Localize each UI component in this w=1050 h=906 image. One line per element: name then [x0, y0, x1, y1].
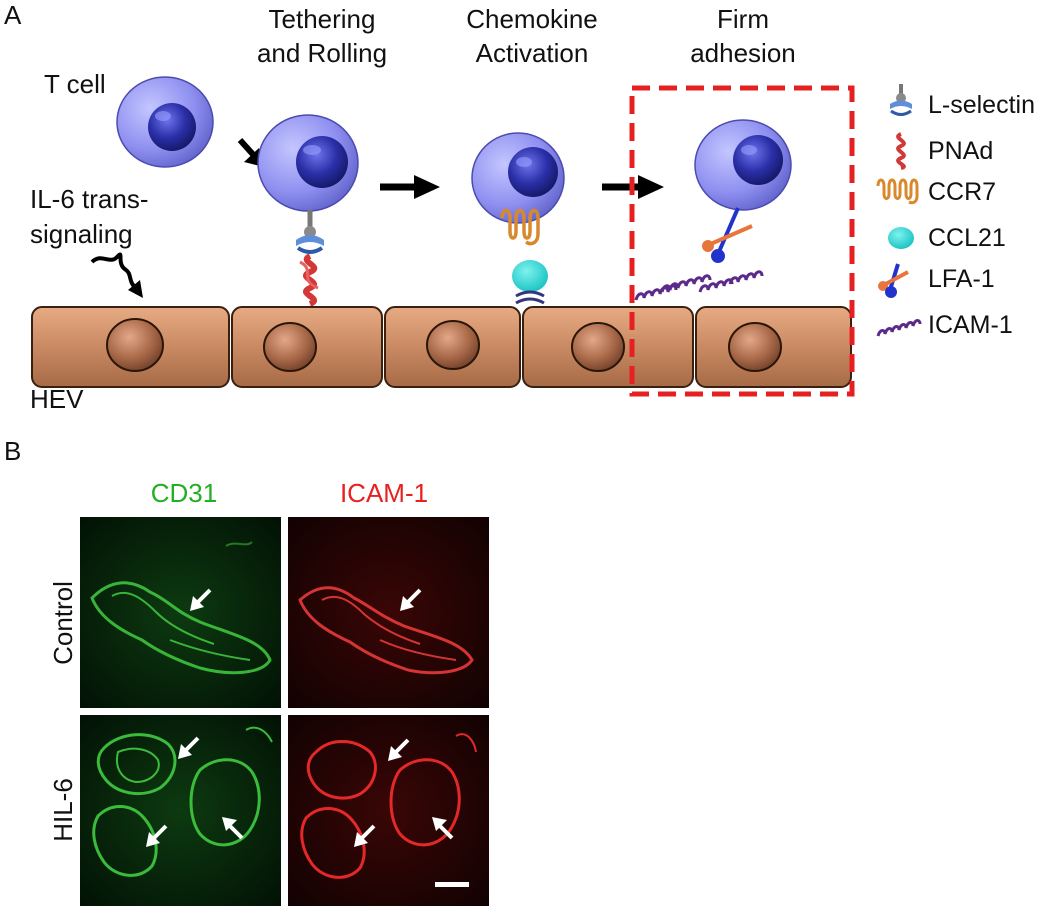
legend-label-lfa1: LFA-1: [928, 265, 995, 293]
stage-3-title-line2: adhesion: [690, 38, 796, 68]
lfa1-molecule: [702, 207, 753, 263]
arrow-icon: [388, 738, 410, 761]
arrow-icon: [190, 588, 212, 611]
icam1-molecules: [634, 270, 764, 301]
column-label-cd31: CD31: [151, 478, 217, 508]
ccr7-molecule: [500, 208, 540, 246]
ccl21-icon: [888, 227, 914, 249]
stage-2-title-line1: Chemokine: [466, 4, 598, 34]
ccr7-icon: [876, 178, 919, 205]
micrograph-hil6-icam1: [288, 715, 489, 906]
arrow-icon: [432, 817, 454, 840]
arrow-icon: [178, 736, 200, 759]
arrow-icon: [146, 824, 168, 847]
panel-label-a: A: [4, 0, 22, 30]
free-t-cell: [116, 76, 214, 168]
l-selectin-molecule: [296, 210, 324, 254]
legend-label-ccr7: CCR7: [928, 178, 996, 206]
stage-3-title-line1: Firm: [717, 4, 769, 34]
pnad-molecule: [299, 253, 319, 307]
il6-signal-squiggle-icon: [90, 252, 143, 298]
firm-adhesion-highlight-box: [629, 85, 855, 397]
l-selectin-icon: [890, 84, 912, 116]
scale-bar: [435, 882, 469, 887]
column-label-icam1: ICAM-1: [340, 478, 428, 508]
arrow-icon: [222, 817, 244, 840]
legend-label-pnad: PNAd: [928, 137, 993, 165]
micrograph-control-cd31: [80, 517, 281, 708]
rolling-t-cell: [257, 114, 359, 212]
il6-label-line1: IL-6 trans-: [30, 184, 149, 214]
arrow-icon: [400, 588, 422, 611]
legend-label-icam1: ICAM-1: [928, 311, 1013, 339]
stage-2-title-line2: Activation: [476, 38, 589, 68]
panel-label-b: B: [4, 436, 21, 466]
micrograph-hil6-cd31: [80, 715, 281, 906]
arrow-icon: [354, 824, 376, 847]
t-cell-label: T cell: [44, 69, 106, 99]
micrograph-control-icam1: [288, 517, 489, 708]
stage-1-title-line1: Tethering: [269, 4, 376, 34]
activated-t-cell: [471, 132, 565, 224]
row-label-hil6: HIL-6: [48, 778, 78, 842]
row-label-control: Control: [48, 581, 78, 665]
pnad-icon: [896, 132, 906, 170]
lfa1-icon: [878, 263, 909, 298]
hev-label: HEV: [30, 384, 84, 414]
stage-1-title-line2: and Rolling: [257, 38, 387, 68]
il6-label-line2: signaling: [30, 219, 133, 249]
icam1-icon: [876, 319, 922, 337]
legend-label-l-selectin: L-selectin: [928, 91, 1035, 119]
adherent-t-cell: [694, 119, 792, 211]
step-arrow-1: [380, 175, 440, 199]
ccl21-molecule: [512, 260, 548, 305]
legend: L-selectin PNAd CCR7 CCL21 LFA-1 ICAM-1: [876, 84, 1035, 339]
hev-endothelium: [31, 306, 852, 388]
legend-label-ccl21: CCL21: [928, 224, 1006, 252]
